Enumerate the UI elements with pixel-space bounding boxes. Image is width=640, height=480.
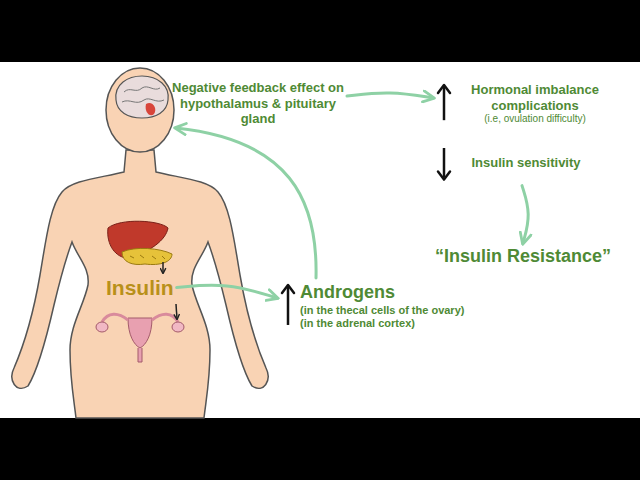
uterus [128,318,152,348]
body-outline [12,150,268,418]
ovary-arrow [176,304,177,319]
arrow-shaft [443,87,446,120]
node-text: Hormonal imbalance complications [456,82,614,113]
brain-folds [122,87,164,102]
pancreas-texture [130,255,165,259]
node-text: Insulin sensitivity [456,155,596,171]
brain [116,76,168,118]
node-text: (in the adrenal cortex) [300,317,510,330]
arrow-head [282,285,294,293]
effect-note: Hormonal imbalance complications(i.e, ov… [436,82,614,125]
head-outline [106,68,174,152]
ovary [172,322,184,332]
arrow-shaft [287,287,290,325]
feedback-note: Negative feedback effect on hypothalamus… [172,80,344,127]
flow-arrow [522,186,528,243]
letterbox-bar [0,418,640,480]
feedback-arrow [176,128,316,278]
result-label: “Insulin Resistance” [435,246,611,268]
increase-arrow [436,82,452,125]
node-text: (i.e, ovulation difficulty) [456,113,614,125]
ovary [96,322,108,332]
fallopian-tube [102,314,178,322]
arrow-head [438,85,450,93]
increase-arrow [280,282,296,330]
node-text: Androgens [300,282,510,304]
arrow-head [438,172,450,180]
letterbox-bar [0,0,640,62]
decrease-arrow [436,143,452,183]
hypothalamus-pituitary [146,103,156,115]
node-text: (in the thecal cells of the ovary) [300,304,510,317]
effect-note: Insulin sensitivity [436,143,596,183]
arrow-shaft [443,148,446,178]
node-text: “Insulin Resistance” [435,246,611,268]
cervix [138,348,142,362]
flow-arrow [347,93,433,98]
flow-arrow [177,285,277,298]
node-text: Negative feedback effect on hypothalamus… [172,80,344,127]
node-text: Insulin [106,275,174,300]
pancreas [122,248,172,264]
secretion-arrow [162,262,164,273]
hormone-label: Insulin [106,275,174,300]
hormone-note: Androgens(in the thecal cells of the ova… [280,282,510,330]
